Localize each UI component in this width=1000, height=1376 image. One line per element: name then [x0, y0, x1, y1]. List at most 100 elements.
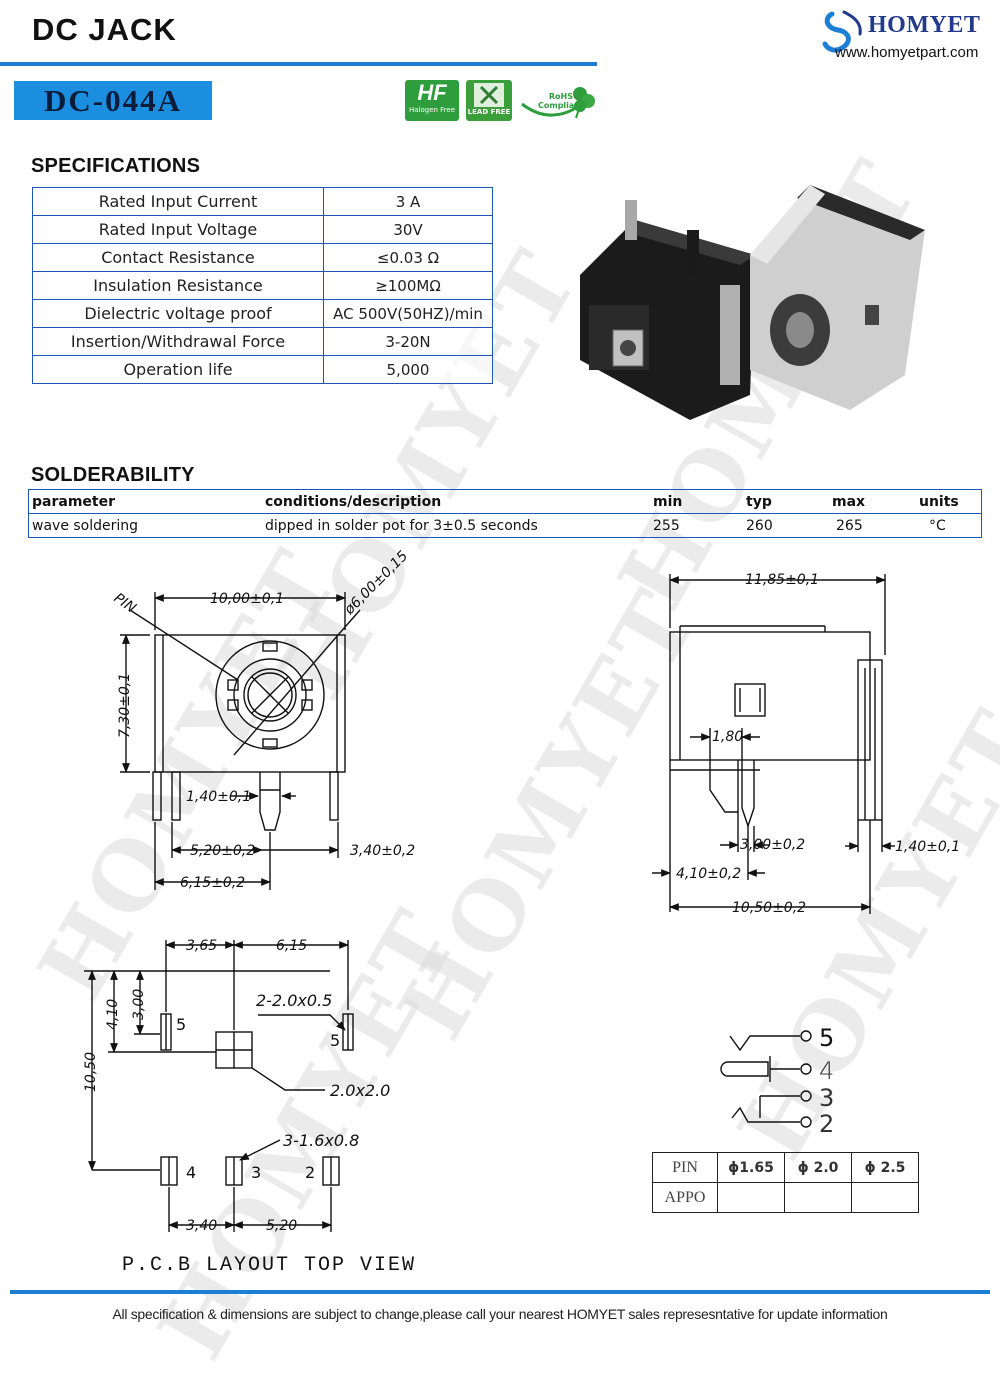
- spec-value: 5,000: [323, 355, 493, 384]
- side-view: [652, 574, 895, 914]
- schematic-pin-5: 5: [819, 1024, 834, 1052]
- side-pin-b-label: 1,40±0,1: [895, 839, 960, 855]
- schematic-pin-3: 3: [819, 1084, 834, 1112]
- spec-key: Dielectric voltage proof: [32, 299, 324, 328]
- side-pin-gap-label: 1,80: [712, 729, 743, 745]
- appo-cell-2: [784, 1182, 852, 1213]
- spec-key: Operation life: [32, 355, 324, 384]
- front-offset-a-label: 5,20±0,2: [190, 843, 255, 859]
- specifications-heading: SPECIFICATIONS: [31, 155, 201, 177]
- page-title: DC JACK: [32, 12, 177, 47]
- pcb-dim-v2: 3,00: [131, 989, 147, 1020]
- col-units: units: [919, 494, 959, 510]
- cell-typ: 260: [746, 518, 773, 534]
- spec-row: Contact Resistance≤0.03 Ω: [32, 243, 493, 272]
- pcb-layout-caption: P.C.B LAYOUT TOP VIEW: [122, 1254, 417, 1277]
- schematic-symbol: [720, 1030, 812, 1128]
- spec-key: Contact Resistance: [32, 243, 324, 272]
- halogen-free-badge: HF Halogen Free: [405, 80, 459, 121]
- product-photo: [580, 185, 925, 420]
- brand-url[interactable]: www.homyetpart.com: [835, 44, 979, 61]
- pcb-pin-5b: 5: [330, 1031, 340, 1050]
- pcb-pin-2: 2: [305, 1163, 315, 1182]
- spec-value: AC 500V(50HZ)/min: [323, 299, 493, 328]
- spec-row: Insulation Resistance≥100MΩ: [32, 271, 493, 300]
- cell-min: 255: [653, 518, 680, 534]
- pcb-slot-pin5-label: 2-2.0x0.5: [256, 991, 332, 1010]
- front-offset-b-label: 3,40±0,2: [350, 843, 415, 859]
- schematic-pin-4: 4: [819, 1057, 834, 1085]
- front-offset-c-label: 6,15±0,2: [180, 875, 245, 891]
- pin-row-label: PIN: [652, 1152, 718, 1183]
- spec-value: 3 A: [323, 187, 493, 216]
- pcb-dim-bottom-b: 5,20: [266, 1218, 297, 1234]
- cell-units: °C: [929, 518, 946, 534]
- col-typ: typ: [746, 494, 772, 510]
- brand-name: HOMYET: [868, 12, 981, 38]
- pin-diameter-1: ϕ1.65: [717, 1152, 785, 1183]
- col-max: max: [832, 494, 866, 510]
- side-base-label: 10,50±0,2: [732, 900, 806, 916]
- col-min: min: [653, 494, 683, 510]
- pcb-dim-v1: 4,10: [105, 999, 121, 1030]
- side-length-label: 11,85±0,1: [745, 572, 819, 588]
- pin-table: PIN ϕ1.65 ϕ 2.0 ϕ 2.5 APPO: [652, 1152, 919, 1213]
- pcb-pin-5a: 5: [176, 1015, 186, 1034]
- lead-free-icon: [474, 83, 504, 107]
- spec-key: Insulation Resistance: [32, 271, 324, 300]
- technical-drawing: PIN 10,00±0,1 ø6,00±0,15 7,30±0,1 1,40±0…: [83, 550, 960, 1234]
- side-pin-a-label: 3,00±0,2: [740, 837, 805, 853]
- rohs-leaf-icon: [521, 87, 595, 119]
- cell-conditions: dipped in solder pot for 3±0.5 seconds: [265, 518, 538, 534]
- front-width-label: 10,00±0,1: [210, 591, 284, 607]
- halogen-free-label: Halogen Free: [408, 106, 456, 114]
- solderability-data-row: wave soldering dipped in solder pot for …: [29, 514, 981, 537]
- pcb-pin-4: 4: [186, 1163, 196, 1182]
- spec-value: 30V: [323, 215, 493, 244]
- pcb-dim-left: 3,65: [186, 938, 217, 954]
- rohs-badge: RoHS Compliant: [518, 80, 596, 121]
- front-view: [120, 592, 361, 890]
- model-badge: DC-044A: [14, 81, 212, 120]
- footer-rule: [10, 1290, 990, 1294]
- spec-key: Insertion/Withdrawal Force: [32, 327, 324, 356]
- solderability-heading: SOLDERABILITY: [31, 464, 195, 486]
- rohs-label: RoHS Compliant: [538, 92, 584, 110]
- appo-cell-1: [717, 1182, 785, 1213]
- spec-value: ≥100MΩ: [323, 271, 493, 300]
- pin-diameter-2: ϕ 2.0: [784, 1152, 852, 1183]
- footer-note: All specification & dimensions are subje…: [112, 1306, 888, 1322]
- solderability-table: parameter conditions/description min typ…: [28, 489, 982, 538]
- col-parameter: parameter: [32, 494, 115, 510]
- pin-diameter-3: ϕ 2.5: [851, 1152, 919, 1183]
- front-pin-width-label: 1,40±0,1: [186, 789, 251, 805]
- halogen-free-mark: HF: [417, 80, 447, 105]
- pcb-dim-total: 10,50: [83, 1052, 99, 1092]
- spec-key: Rated Input Voltage: [32, 215, 324, 244]
- pcb-slot-small-label: 3-1.6x0.8: [283, 1131, 359, 1150]
- pcb-layout: [84, 940, 354, 1232]
- appo-cell-3: [851, 1182, 919, 1213]
- front-diameter-label: ø6,00±0,15: [341, 550, 412, 619]
- solderability-header-row: parameter conditions/description min typ…: [29, 490, 981, 514]
- pcb-dim-bottom-a: 3,40: [186, 1218, 217, 1234]
- pcb-pad-center-label: 2.0x2.0: [330, 1081, 390, 1100]
- brand-logo-icon: [822, 10, 862, 53]
- cell-max: 265: [836, 518, 863, 534]
- lead-free-label: LEAD FREE: [467, 108, 511, 116]
- pcb-pin-3: 3: [251, 1163, 261, 1182]
- lead-free-badge: LEAD FREE: [466, 80, 512, 121]
- front-height-label: 7,30±0,1: [117, 673, 133, 738]
- schematic-pin-2: 2: [819, 1110, 834, 1138]
- title-rule: [0, 62, 597, 66]
- spec-value: 3-20N: [323, 327, 493, 356]
- side-offset-label: 4,10±0,2: [676, 866, 741, 882]
- pcb-dim-right: 6,15: [276, 938, 307, 954]
- col-conditions: conditions/description: [265, 494, 442, 510]
